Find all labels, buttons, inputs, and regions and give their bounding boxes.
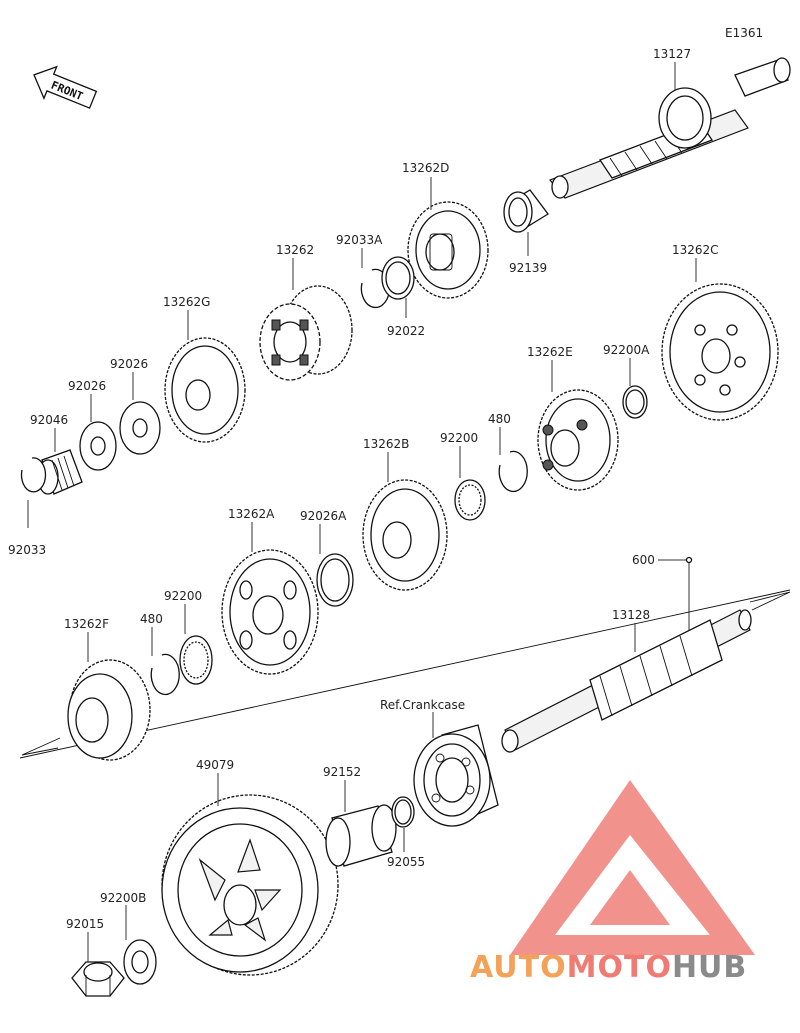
washer-92200A [622, 385, 648, 419]
label-92200-a: 92200 [440, 431, 478, 445]
gear-13262F [67, 659, 151, 761]
washer-92026-a [119, 401, 161, 455]
output-shaft-13127 [548, 57, 791, 199]
label-92139: 92139 [509, 261, 547, 275]
watermark-moto: MOTO [566, 950, 672, 985]
gear-13262A [221, 549, 319, 675]
watermark-text: AUTOMOTOHUB [470, 950, 800, 990]
gear-13262D [407, 201, 489, 299]
gear-13262B [362, 479, 448, 591]
label-92200B: 92200B [100, 891, 146, 905]
label-92152: 92152 [323, 765, 361, 779]
label-480-b: 480 [140, 612, 163, 626]
label-13262: 13262 [276, 243, 314, 257]
label-13127: 13127 [653, 47, 691, 61]
bearing-crankcase [413, 724, 499, 827]
label-92022: 92022 [387, 324, 425, 338]
label-600: 600 [632, 553, 655, 567]
label-92026-b: 92026 [68, 379, 106, 393]
label-13128: 13128 [612, 608, 650, 622]
gear-49079 [161, 794, 339, 976]
washer-92022 [381, 256, 415, 300]
front-arrow-icon: FRONT [33, 65, 98, 109]
circlip-480-b [150, 653, 180, 696]
label-13262F: 13262F [64, 617, 109, 631]
washer-92200B [123, 939, 157, 985]
o-ring-92055 [391, 796, 415, 828]
nut-92015 [71, 961, 125, 997]
label-92200A: 92200A [603, 343, 650, 357]
label-92033A: 92033A [336, 233, 383, 247]
watermark-hub: HUB [671, 950, 748, 985]
input-shaft-13128 [19, 589, 791, 759]
label-13262E: 13262E [527, 345, 573, 359]
circlip-92033 [20, 457, 47, 493]
watermark-logo [510, 780, 755, 955]
reference-dot [685, 556, 693, 564]
washer-92026-b [79, 421, 117, 471]
watermark-auto: AUTO [470, 950, 567, 985]
label-13262C: 13262C [672, 243, 719, 257]
label-92200-b: 92200 [164, 589, 202, 603]
gear-13262C [661, 283, 779, 421]
label-92033: 92033 [8, 543, 46, 557]
gear-13262G [164, 337, 246, 443]
axis-arrow-left [21, 737, 61, 756]
label-92046: 92046 [30, 413, 68, 427]
washer-92200-b [179, 635, 213, 685]
circlip-480-a [498, 450, 528, 493]
label-92015: 92015 [66, 917, 104, 931]
label-49079: 49079 [196, 758, 234, 772]
label-13262B: 13262B [363, 437, 409, 451]
label-92055: 92055 [387, 855, 425, 869]
collar-92152 [325, 804, 397, 867]
label-ref-crankcase: Ref.Crankcase [380, 698, 465, 712]
label-92026A: 92026A [300, 509, 347, 523]
label-92026-a: 92026 [110, 357, 148, 371]
gear-13262 [259, 285, 353, 381]
label-13262A: 13262A [228, 507, 275, 521]
label-13262D: 13262D [402, 161, 449, 175]
bushing-92139 [503, 189, 549, 233]
label-13262G: 13262G [163, 295, 210, 309]
axis-arrow-right [749, 591, 791, 611]
washer-92026A [316, 553, 354, 607]
gear-13262E [537, 389, 619, 491]
washer-92200-a [454, 479, 486, 521]
diagram-code: E1361 [725, 26, 763, 40]
label-480-a: 480 [488, 412, 511, 426]
